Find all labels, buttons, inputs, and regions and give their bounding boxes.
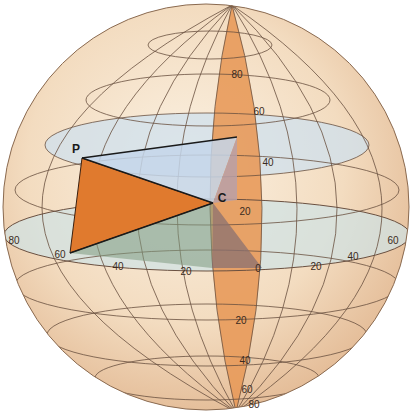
point-label: C bbox=[218, 192, 227, 204]
degree-number: 60 bbox=[54, 250, 65, 260]
degree-number: 40 bbox=[347, 252, 358, 262]
degree-number: 20 bbox=[235, 316, 246, 326]
degree-number: 60 bbox=[387, 236, 398, 246]
degree-number: 40 bbox=[262, 158, 273, 168]
degree-number: 40 bbox=[112, 262, 123, 272]
degree-number: 60 bbox=[253, 107, 264, 117]
degree-number: 60 bbox=[241, 385, 252, 395]
point-label: P bbox=[72, 143, 80, 155]
degree-number: 20 bbox=[310, 262, 321, 272]
degree-number: 80 bbox=[8, 236, 19, 246]
degree-number: 80 bbox=[248, 400, 259, 410]
degree-number: 80 bbox=[231, 70, 242, 80]
degree-number: 40 bbox=[239, 356, 250, 366]
degree-number: 20 bbox=[180, 267, 191, 277]
degree-number: 20 bbox=[239, 207, 250, 217]
degree-number: 0 bbox=[255, 264, 261, 274]
